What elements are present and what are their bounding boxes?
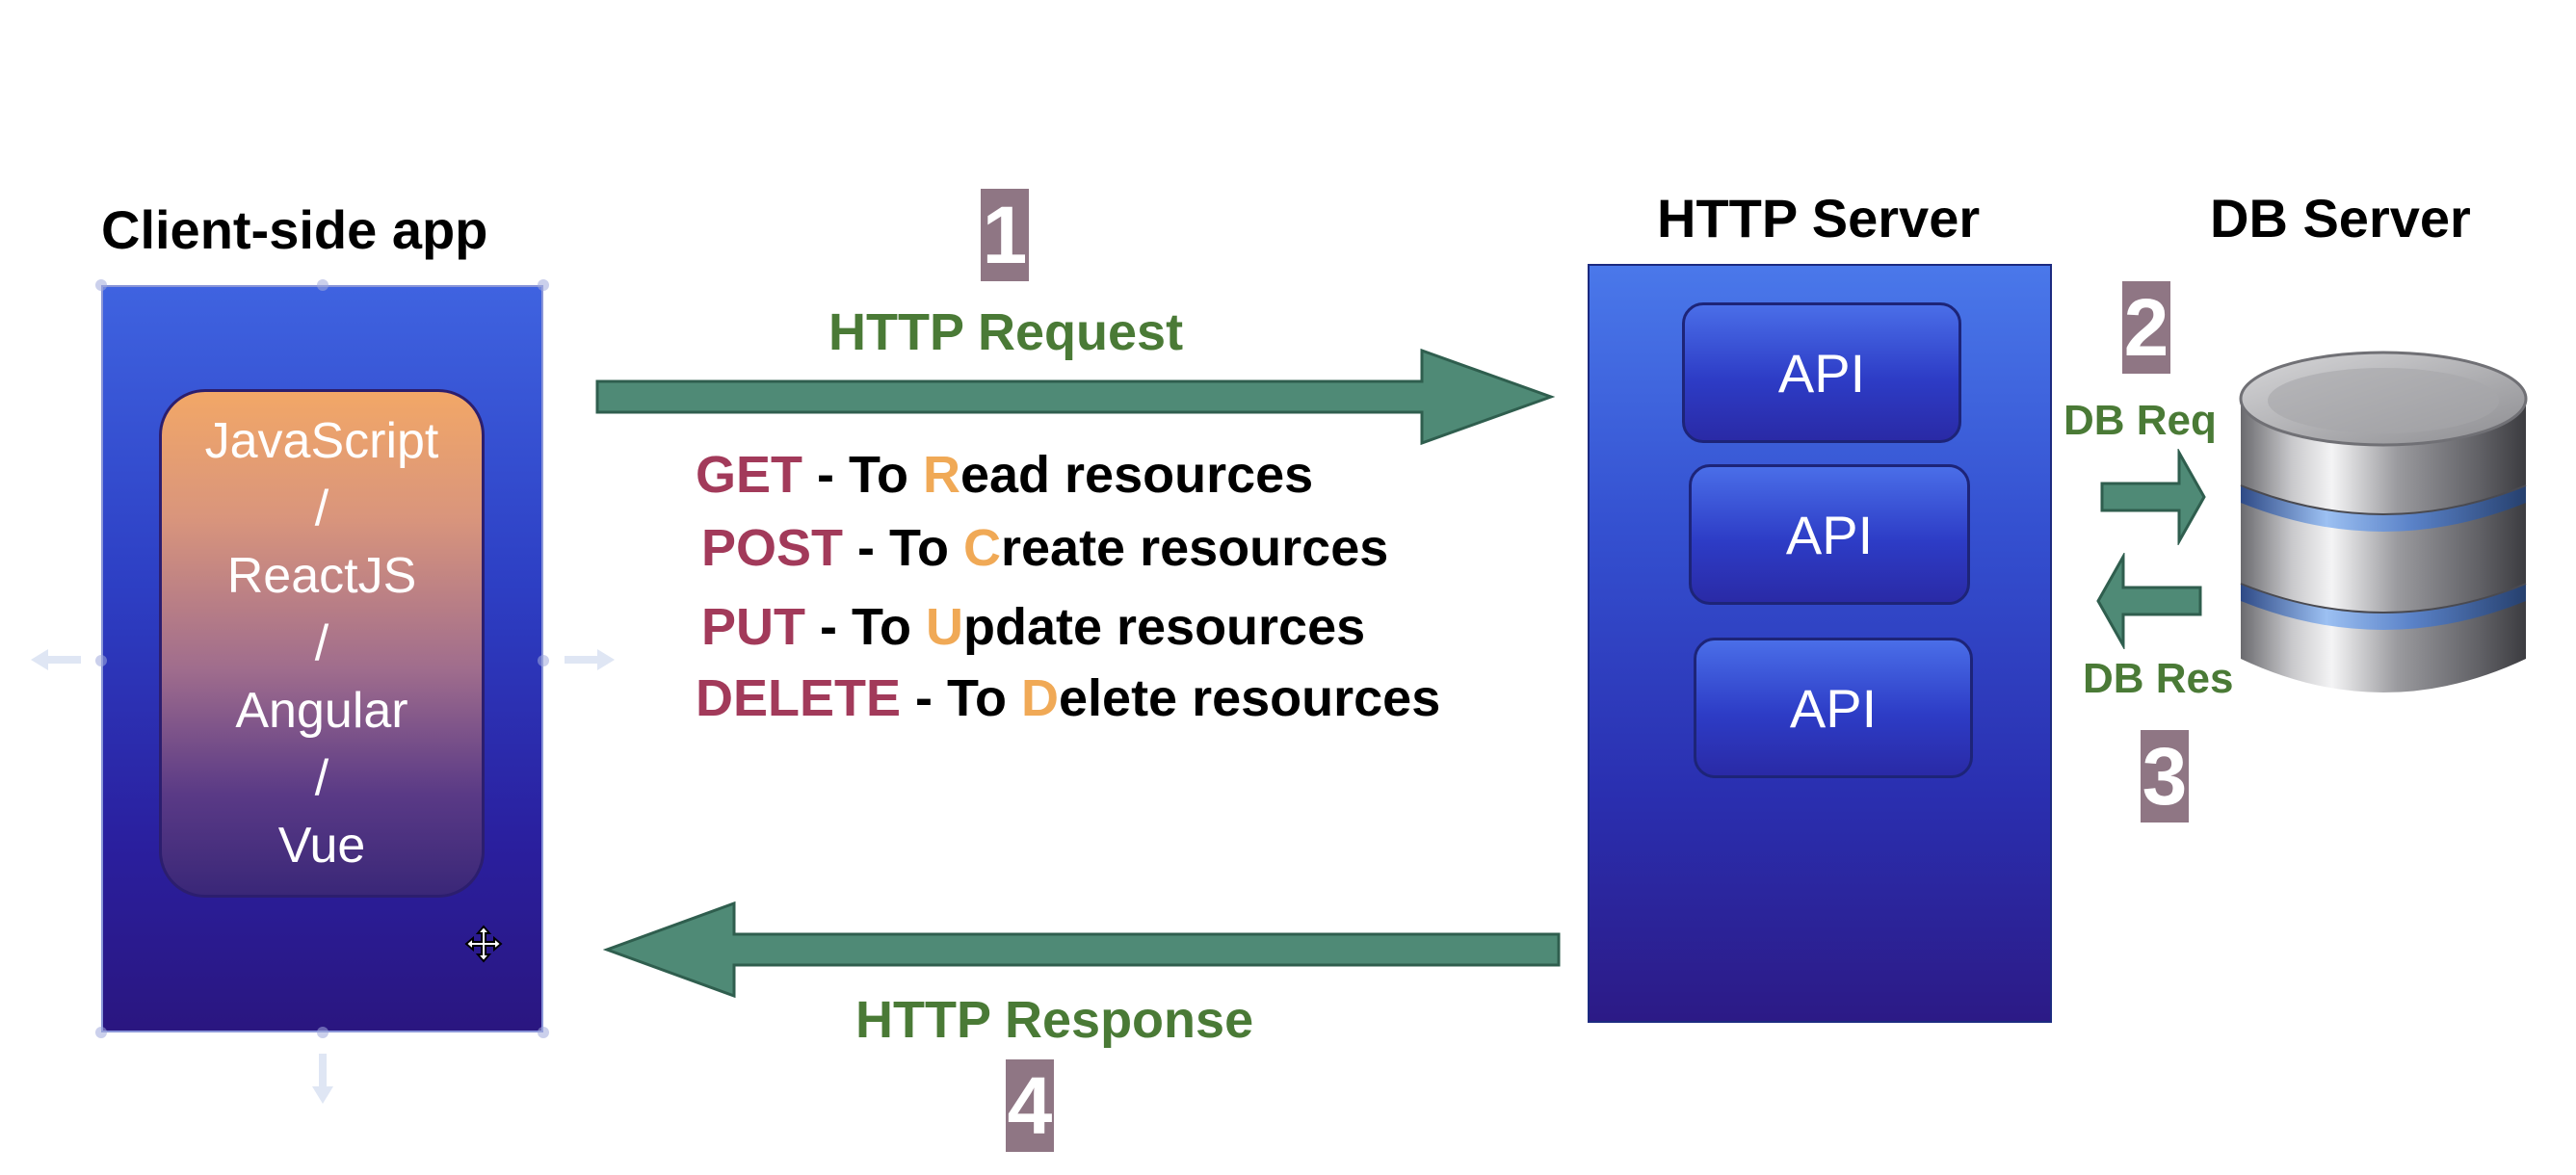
method-separator: - To bbox=[802, 446, 923, 504]
http-request-arrow bbox=[595, 348, 1555, 446]
method-verb: POST bbox=[701, 519, 844, 577]
api-block[interactable]: API bbox=[1694, 638, 1973, 778]
db-server-title: DB Server bbox=[2210, 188, 2471, 248]
framework-label: Angular bbox=[235, 683, 408, 739]
http-response-label: HTTP Response bbox=[855, 991, 1254, 1049]
framework-separator: / bbox=[314, 750, 329, 806]
method-description: ead resources bbox=[959, 446, 1314, 504]
method-separator: - To bbox=[805, 598, 926, 656]
method-initial: D bbox=[1021, 669, 1059, 727]
framework-label: JavaScript bbox=[204, 413, 439, 469]
db-response-arrow bbox=[2096, 553, 2202, 649]
step-4-badge: 4 bbox=[1006, 1059, 1054, 1152]
method-delete: DELETE - To Delete resources bbox=[696, 668, 1440, 728]
method-description: reate resources bbox=[1001, 519, 1389, 577]
selection-handle[interactable] bbox=[538, 1027, 549, 1038]
database-icon bbox=[2239, 351, 2528, 692]
selection-handle[interactable] bbox=[538, 279, 549, 291]
selection-handle[interactable] bbox=[95, 1027, 107, 1038]
method-initial: C bbox=[963, 519, 1001, 577]
method-initial: R bbox=[922, 446, 960, 504]
method-description: pdate resources bbox=[962, 598, 1366, 656]
step-2-badge: 2 bbox=[2122, 281, 2170, 374]
db-request-arrow bbox=[2100, 449, 2206, 545]
selection-handle[interactable] bbox=[317, 1027, 329, 1038]
method-initial: U bbox=[925, 598, 963, 656]
framework-label: Vue bbox=[277, 818, 366, 874]
frameworks-box: JavaScript / ReactJS / Angular / Vue bbox=[159, 389, 485, 898]
http-request-label: HTTP Request bbox=[828, 303, 1184, 361]
selection-handle[interactable] bbox=[95, 655, 107, 666]
client-title: Client-side app bbox=[101, 199, 488, 260]
drag-right-icon[interactable] bbox=[561, 645, 618, 674]
method-get: GET - To Read resources bbox=[696, 445, 1313, 505]
api-block[interactable]: API bbox=[1682, 302, 1961, 443]
move-cursor-icon bbox=[464, 925, 503, 963]
method-separator: - To bbox=[901, 669, 1021, 727]
drag-down-icon[interactable] bbox=[308, 1050, 337, 1108]
method-separator: - To bbox=[843, 519, 963, 577]
db-response-label: DB Res bbox=[2083, 655, 2234, 702]
http-server-title: HTTP Server bbox=[1657, 188, 1981, 248]
framework-label: ReactJS bbox=[226, 548, 417, 604]
method-verb: DELETE bbox=[696, 669, 902, 727]
http-response-arrow bbox=[603, 901, 1561, 999]
selection-handle[interactable] bbox=[317, 279, 329, 291]
method-post: POST - To Create resources bbox=[701, 518, 1388, 578]
drag-left-icon[interactable] bbox=[27, 645, 85, 674]
step-3-badge: 3 bbox=[2141, 730, 2189, 822]
method-verb: PUT bbox=[701, 598, 805, 656]
api-block[interactable]: API bbox=[1689, 464, 1970, 605]
method-description: elete resources bbox=[1059, 669, 1441, 727]
step-1-badge: 1 bbox=[981, 189, 1029, 281]
selection-handle[interactable] bbox=[538, 655, 549, 666]
method-verb: GET bbox=[696, 446, 803, 504]
method-put: PUT - To Update resources bbox=[701, 597, 1365, 657]
selection-handle[interactable] bbox=[95, 279, 107, 291]
framework-separator: / bbox=[314, 481, 329, 536]
framework-separator: / bbox=[314, 615, 329, 671]
db-request-label: DB Req bbox=[2063, 397, 2217, 444]
